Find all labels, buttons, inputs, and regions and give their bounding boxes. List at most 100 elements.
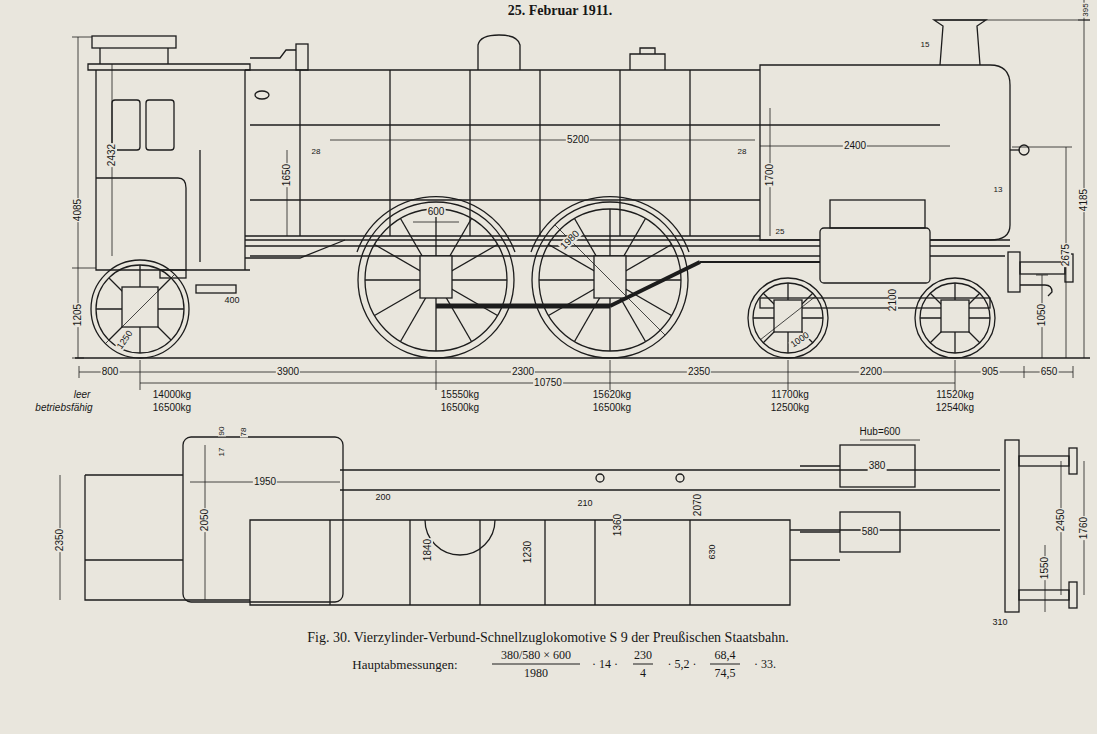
side-view xyxy=(250,199,760,200)
side-view xyxy=(630,48,665,70)
side-view xyxy=(1019,145,1029,155)
plan-view xyxy=(676,474,684,482)
dimension-label: 15 xyxy=(920,41,931,49)
dimension-label: 395 xyxy=(1082,2,1090,17)
side-view xyxy=(1020,285,1052,296)
side-view xyxy=(96,265,184,353)
side-view xyxy=(830,200,925,228)
dimension-label: 580 xyxy=(861,527,880,537)
side-view xyxy=(920,283,990,353)
dimension-label: 2400 xyxy=(843,141,867,151)
dimension-lines xyxy=(1084,0,1085,358)
dimension-lines xyxy=(330,140,755,141)
fraction-bars xyxy=(633,664,653,665)
dimension-label: 4085 xyxy=(73,198,83,222)
dimension-label: 5200 xyxy=(566,135,590,145)
side-view xyxy=(160,270,186,278)
side-view xyxy=(199,150,200,262)
formula-text: Hauptabmessungen: xyxy=(351,658,458,671)
side-view xyxy=(915,278,995,358)
side-view xyxy=(700,261,820,263)
plan-view xyxy=(1005,440,1019,612)
dimension-label: 28 xyxy=(311,148,322,156)
formula-term: 380/580 × 600 xyxy=(500,649,572,661)
weight-heading: betriebsfähig xyxy=(34,403,93,413)
axle-load: 16500kg xyxy=(152,403,192,413)
plan-dimension-lines xyxy=(860,440,920,441)
side-view xyxy=(245,240,345,258)
dimension-lines xyxy=(1036,275,1048,276)
side-view xyxy=(436,304,610,309)
plan-view xyxy=(250,520,790,605)
dimension-label: 28 xyxy=(737,148,748,156)
dimension-lines xyxy=(1012,147,1072,148)
side-view xyxy=(250,124,940,125)
dimension-label: 800 xyxy=(101,367,120,377)
formula-term: 1980 xyxy=(523,667,549,679)
plan-view xyxy=(840,445,915,487)
dimension-lines xyxy=(79,372,1073,373)
side-view xyxy=(930,293,980,343)
axle-load: 15620kg xyxy=(592,390,632,400)
fraction-bars xyxy=(492,664,580,665)
dimension-lines xyxy=(72,37,96,358)
axle-load: 15550kg xyxy=(440,390,480,400)
dimension-label: 380 xyxy=(868,461,887,471)
plan-view xyxy=(790,530,1000,560)
dimension-lines xyxy=(940,20,1090,21)
dimension-lines xyxy=(105,274,175,344)
dimension-label: 1950 xyxy=(253,477,277,487)
dimension-label: 10750 xyxy=(533,378,563,388)
dimension-label: 2300 xyxy=(511,367,535,377)
side-view xyxy=(934,20,986,65)
side-view xyxy=(915,278,995,358)
side-view xyxy=(92,36,176,48)
plan-view xyxy=(1019,590,1069,600)
dimension-label: 2350 xyxy=(687,367,711,377)
dimension-label: 200 xyxy=(374,493,391,502)
formula-term: 74,5 xyxy=(714,667,737,679)
dimension-lines xyxy=(79,360,1073,390)
dimension-label: 2100 xyxy=(888,288,898,312)
plan-view xyxy=(1019,456,1069,466)
weight-heading: leer xyxy=(73,390,92,400)
dimension-label: 1250 xyxy=(115,328,135,351)
dimension-label: 2450 xyxy=(1056,508,1066,532)
side-view xyxy=(478,35,520,70)
dimension-label: 1840 xyxy=(423,538,433,562)
side-view xyxy=(296,44,308,70)
formula-term: 68,4 xyxy=(714,649,737,661)
dimension-lines xyxy=(72,0,1090,390)
side-view xyxy=(1020,262,1065,274)
dimension-label: 905 xyxy=(981,367,1000,377)
plan-view xyxy=(800,531,840,532)
axle-load: 12500kg xyxy=(770,403,810,413)
dimension-label: 1650 xyxy=(282,163,292,187)
dimension-label: 2050 xyxy=(200,508,210,532)
side-view xyxy=(96,178,186,270)
formula-term: 230 xyxy=(633,649,653,661)
side-view xyxy=(146,100,174,150)
dimension-label: 90 xyxy=(218,426,226,437)
axle-load: 14000kg xyxy=(152,390,192,400)
plan-view xyxy=(1069,448,1077,474)
side-view xyxy=(91,260,189,358)
side-view xyxy=(753,283,823,353)
side-view xyxy=(610,262,700,306)
dimension-label: 25 xyxy=(775,228,786,236)
plan-view xyxy=(1069,582,1077,608)
dimension-label: 1050 xyxy=(1037,303,1047,327)
side-view xyxy=(748,278,828,358)
dimension-label: 400 xyxy=(223,296,240,305)
side-view xyxy=(75,357,1090,359)
side-view xyxy=(420,256,452,298)
side-view xyxy=(99,48,100,64)
dimension-label: 650 xyxy=(1040,367,1059,377)
formula-term: 4 xyxy=(639,667,647,679)
side-view xyxy=(96,70,250,270)
dimension-label: 1980 xyxy=(558,228,582,252)
fraction-bars xyxy=(710,664,740,665)
side-view xyxy=(930,293,980,343)
formula-term: · 5,2 · xyxy=(667,658,698,670)
